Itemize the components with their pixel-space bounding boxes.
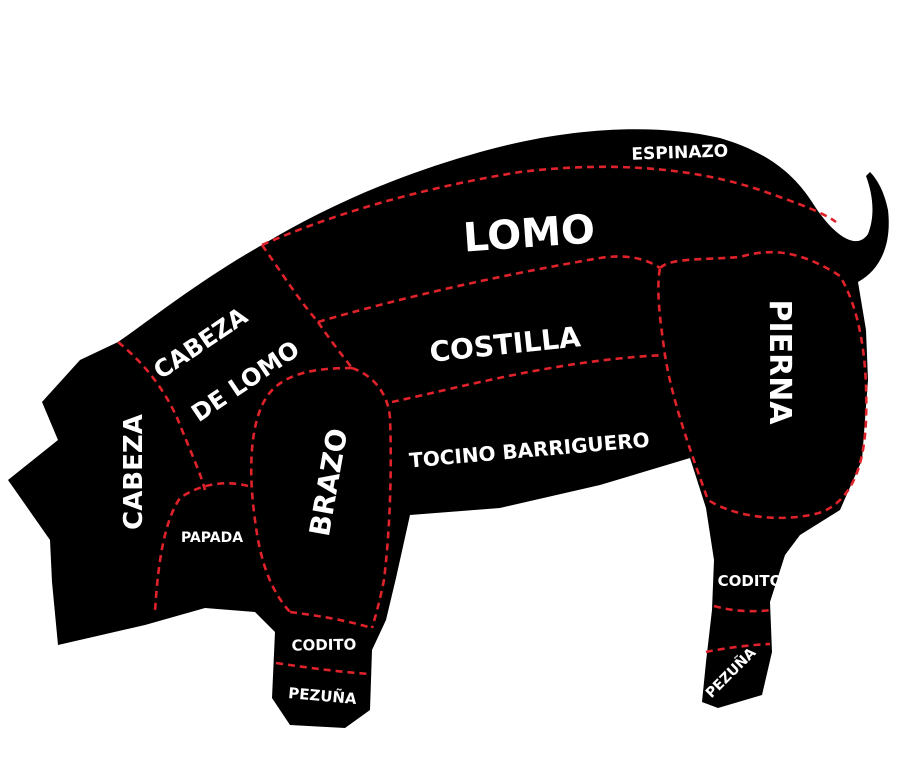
- cut-lines: [117, 165, 868, 676]
- label-papada: PAPADA: [181, 530, 243, 546]
- label-codito-front: CODITO: [291, 635, 356, 654]
- cut-line-pierna: [657, 250, 868, 520]
- cut-line-rear-hoof: [705, 642, 771, 654]
- cut-line-lomo-bottom: [317, 255, 661, 324]
- label-pierna: PIERNA: [762, 299, 797, 425]
- label-espinazo: ESPINAZO: [631, 141, 728, 164]
- cut-line-brazo: [249, 366, 393, 629]
- pig-body: [8, 129, 889, 729]
- cut-line-cabeza: [117, 340, 207, 491]
- cut-line-papada: [153, 482, 249, 613]
- label-lomo: LOMO: [462, 206, 597, 261]
- cut-line-front-hoof: [275, 661, 371, 676]
- pig-silhouette: [8, 129, 889, 729]
- label-codito-rear: CODITO: [718, 572, 783, 590]
- label-cabeza: CABEZA: [119, 414, 149, 530]
- cut-line-rear-knee: [713, 604, 773, 613]
- cut-line-cabeza-lomo-lower: [316, 321, 354, 369]
- cut-line-lomo-left: [260, 244, 319, 323]
- cut-line-espinazo: [261, 165, 837, 247]
- cut-line-front-knee: [289, 610, 373, 630]
